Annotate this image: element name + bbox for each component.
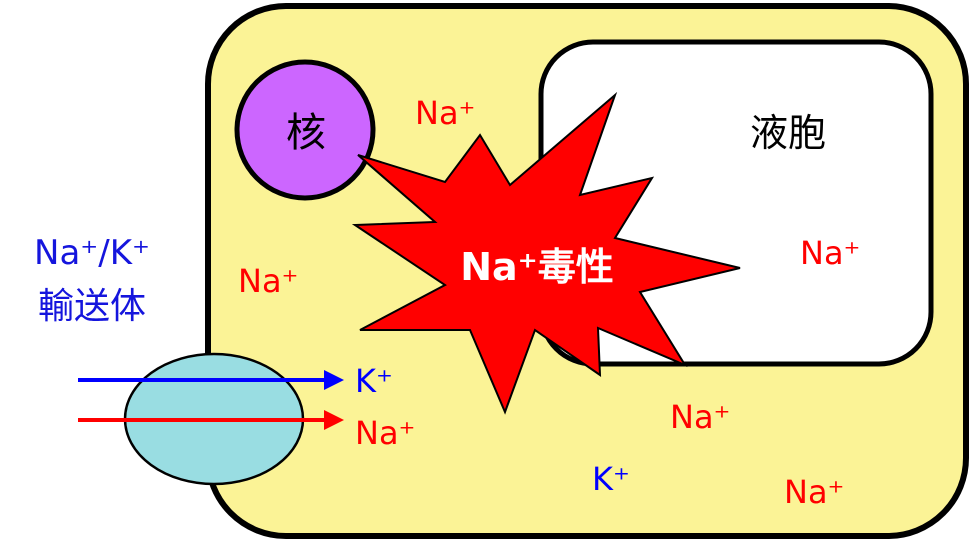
ion-na-left: Na⁺ bbox=[238, 262, 298, 300]
transporter-label-line1: Na⁺/K⁺ bbox=[34, 233, 150, 273]
nucleus-label: 核 bbox=[286, 110, 326, 156]
ion-k-bottom: K⁺ bbox=[592, 460, 630, 498]
burst-label: Na⁺毒性 bbox=[460, 245, 614, 289]
nucleus bbox=[234, 59, 376, 201]
ion-na-bottom-mid: Na⁺ bbox=[670, 398, 730, 436]
ion-na-bottom-right: Na⁺ bbox=[784, 473, 844, 511]
sodium-toxicity-burst bbox=[351, 91, 741, 415]
arrow-na-label: Na⁺ bbox=[355, 414, 415, 452]
transporter-label-line2: 輸送体 bbox=[38, 286, 146, 327]
arrow-k-label: K⁺ bbox=[355, 362, 393, 400]
vacuole-label: 液胞 bbox=[750, 111, 826, 155]
ion-na-top: Na⁺ bbox=[415, 94, 475, 132]
ion-na-vacuole: Na⁺ bbox=[800, 234, 860, 272]
